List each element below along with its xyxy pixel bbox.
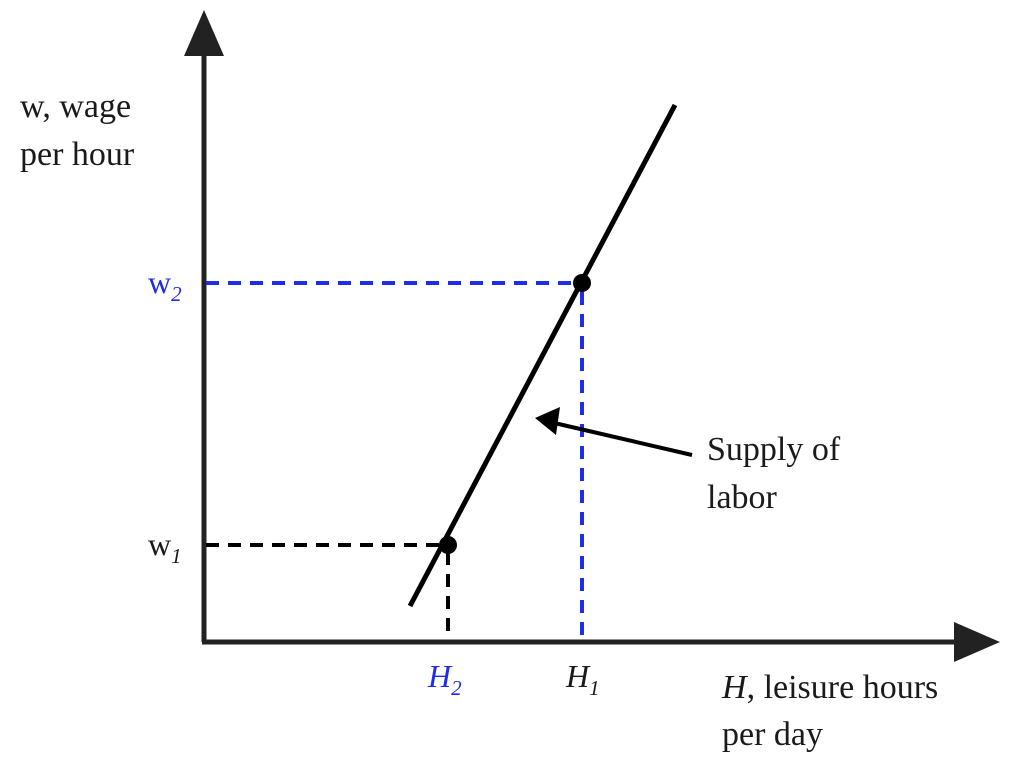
x-axis-title-line2: per day <box>722 716 823 753</box>
h2-base: H <box>427 658 453 694</box>
h1-sub: 1 <box>589 676 600 700</box>
h1-label: H1 <box>565 658 600 700</box>
point-high <box>573 274 591 292</box>
w1-label: w1 <box>148 526 182 568</box>
h2-label: H2 <box>427 658 462 700</box>
point-low <box>439 536 457 554</box>
y-axis-arrowhead <box>184 10 224 56</box>
h1-base: H <box>565 658 591 694</box>
y-axis-title-line1: w, wage <box>20 88 131 125</box>
x-axis-title-line1: H, leisure hours <box>721 669 938 706</box>
supply-label-line1: Supply of <box>707 431 841 468</box>
w1-base: w <box>148 526 171 562</box>
x-axis-var: H <box>721 669 749 706</box>
w1-sub: 1 <box>171 544 182 568</box>
supply-annotation-arrow <box>549 420 693 457</box>
w2-label: w2 <box>148 264 182 306</box>
x-axis-arrowhead <box>954 622 1000 662</box>
h2-sub: 2 <box>451 676 462 700</box>
y-axis-title-line2: per hour <box>20 136 135 173</box>
supply-annotation-arrowhead <box>535 407 560 435</box>
supply-curve <box>407 103 678 608</box>
supply-label-line2: labor <box>707 479 778 516</box>
w2-sub: 2 <box>171 282 182 306</box>
x-axis-title-rest: , leisure hours <box>747 669 939 706</box>
w2-base: w <box>148 264 171 300</box>
